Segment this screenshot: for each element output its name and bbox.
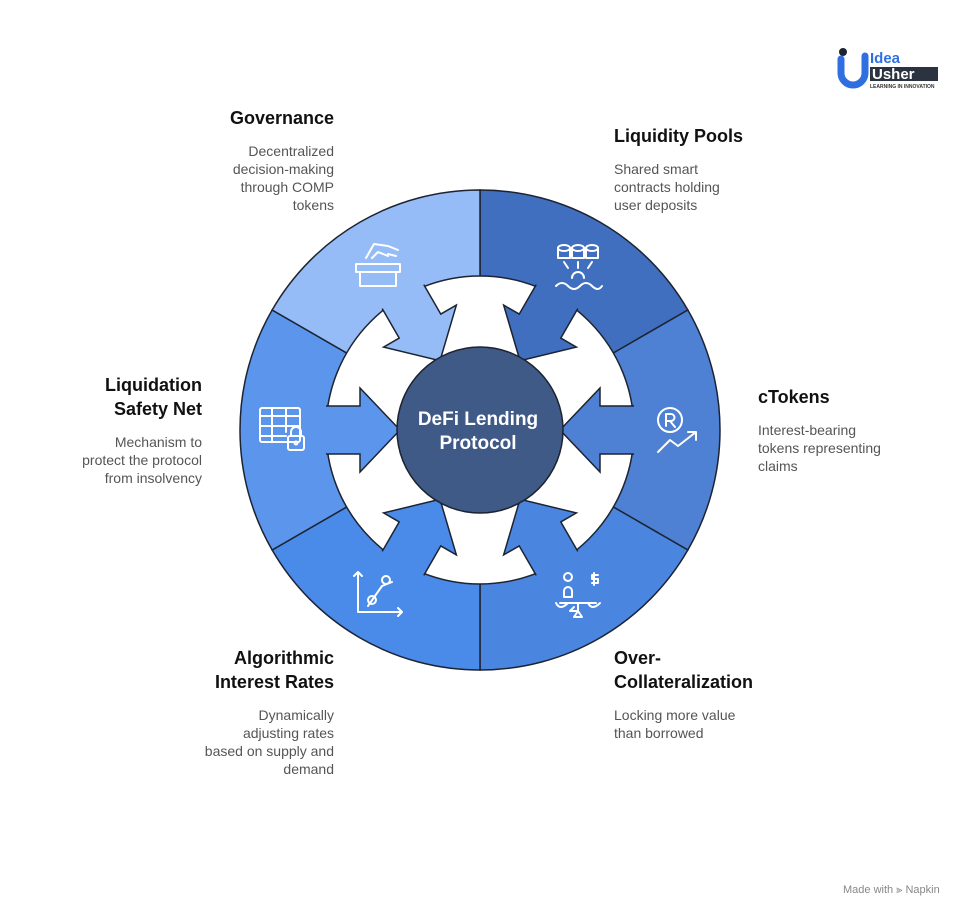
title-line: Algorithmic — [233, 648, 334, 668]
made-with-label: Made with — [843, 884, 894, 896]
ballot-box-icon — [355, 243, 401, 287]
desc-line: tokens representing — [758, 440, 881, 456]
title-line: Safety Net — [113, 399, 202, 419]
desc-line: tokens — [292, 197, 334, 213]
title-line: Governance — [229, 108, 334, 128]
desc-line: Dynamically — [258, 707, 334, 723]
title-line: Over- — [614, 648, 662, 668]
logo-line1: Idea — [870, 50, 901, 67]
made-with-napkin: Made with ⫸ Napkin — [843, 884, 940, 897]
liquidation-safety-net-description: Mechanism to protect the protocol from ins… — [82, 433, 202, 487]
title-line: Liquidity Pools — [614, 126, 743, 146]
governance-description: Decentralized decision-making through COMP… — [233, 142, 334, 214]
desc-line: contracts holding — [614, 179, 720, 195]
token-growth-icon — [657, 407, 697, 453]
over-collateralization-description: Locking more value than borrowed — [614, 706, 735, 742]
governance-title: Governance — [230, 106, 334, 130]
desc-line: based on supply and — [204, 743, 334, 759]
liquidity-pools-description: Shared smart contracts holding user deposi… — [614, 160, 720, 214]
desc-line: Interest-bearing — [758, 422, 857, 438]
ctokens-description: Interest-bearing tokens representing claim… — [758, 421, 881, 475]
desc-line: user deposits — [614, 197, 698, 213]
database-pool-icon — [555, 244, 603, 290]
title-line: Liquidation — [105, 375, 202, 395]
desc-line: adjusting rates — [242, 725, 334, 741]
algorithmic-interest-rates-description: Dynamically adjusting rates based on suppl… — [205, 706, 334, 778]
logo-line2: Usher — [872, 66, 915, 83]
balance-scale-icon — [555, 572, 601, 618]
center-title-line2: Protocol — [439, 433, 516, 454]
desc-line: decision-making — [232, 161, 334, 177]
desc-line: through COMP — [240, 179, 334, 195]
over-collateralization-title: Over- Collateralization — [614, 646, 753, 694]
desc-line: protect the protocol — [82, 452, 202, 468]
center-circle — [396, 346, 564, 514]
desc-line: Locking more value — [614, 707, 736, 723]
liquidity-pools-title: Liquidity Pools — [614, 124, 743, 148]
table-lock-icon — [259, 407, 305, 451]
title-line: Collateralization — [614, 672, 754, 692]
title-line: cTokens — [758, 387, 830, 407]
napkin-brand: Napkin — [905, 884, 940, 896]
ctokens-title: cTokens — [758, 385, 830, 409]
desc-line: Decentralized — [248, 143, 334, 159]
center-title-line1: DeFi Lending — [418, 409, 538, 430]
desc-line: demand — [283, 761, 334, 777]
line-chart-icon — [353, 571, 403, 617]
title-line: Interest Rates — [214, 672, 334, 692]
logo-tagline: LEARNING IN INNOVATION — [870, 84, 935, 90]
desc-line: Shared smart — [614, 161, 699, 177]
napkin-icon: ⫸ — [896, 884, 903, 896]
desc-line: from insolvency — [104, 470, 202, 486]
desc-line: Mechanism to — [114, 434, 202, 450]
desc-line: claims — [758, 458, 798, 474]
desc-line: than borrowed — [614, 725, 704, 741]
